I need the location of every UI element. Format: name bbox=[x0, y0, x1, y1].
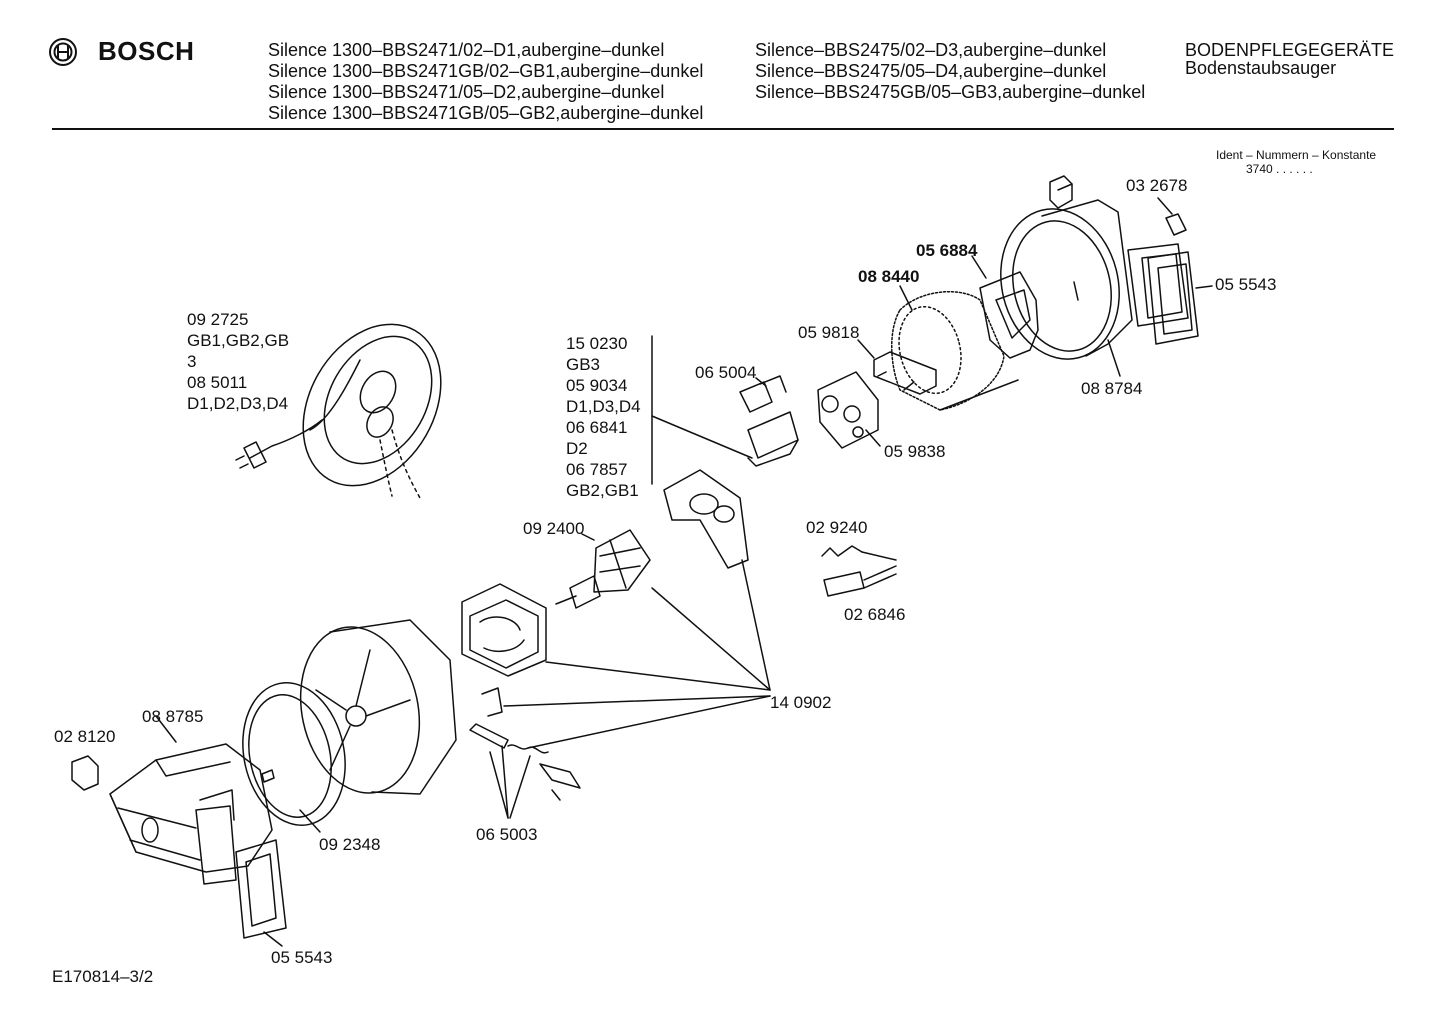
model-line: Silence 1300–BBS2471/05–D2,aubergine–dun… bbox=[268, 82, 665, 102]
part-label: 02 9240 bbox=[806, 518, 868, 537]
part-label: GB1,GB2,GB bbox=[187, 331, 290, 350]
model-line: Silence–BBS2475/02–D3,aubergine–dunkel bbox=[755, 40, 1107, 60]
part-label: D1,D2,D3,D4 bbox=[187, 394, 289, 413]
part-label: 02 6846 bbox=[844, 605, 906, 624]
clip-plate-icon bbox=[481, 687, 503, 717]
cable-reel-icon bbox=[235, 323, 442, 499]
foam-seal-icon bbox=[979, 271, 1039, 359]
model-line: Silence–BBS2475GB/05–GB3,aubergine–dunke… bbox=[755, 82, 1146, 102]
part-label: 02 8120 bbox=[54, 727, 116, 746]
carbon-brush-icon bbox=[469, 723, 581, 789]
part-label: 03 2678 bbox=[1126, 176, 1188, 195]
filter-frame-top-icon bbox=[1127, 243, 1199, 345]
cap-part-icon bbox=[71, 755, 99, 791]
part-label: 05 6884 bbox=[916, 241, 978, 260]
model-line: Silence 1300–BBS2471GB/02–GB1,aubergine–… bbox=[268, 61, 704, 81]
drawing-code: E170814–3/2 bbox=[52, 967, 154, 986]
armature-rotor-icon bbox=[555, 529, 651, 609]
part-label: 05 9838 bbox=[884, 442, 946, 461]
ident-title: Ident – Nummern – Konstante bbox=[1216, 148, 1377, 162]
shield-cover-icon bbox=[663, 469, 749, 569]
part-label: 05 9034 bbox=[566, 376, 628, 395]
category-block: BODENPFLEGEGERÄTE Bodenstaubsauger bbox=[1185, 40, 1394, 79]
category: BODENPFLEGEGERÄTE bbox=[1185, 40, 1395, 60]
part-label: D1,D3,D4 bbox=[566, 397, 641, 416]
part-label: 3 bbox=[187, 352, 197, 371]
part-label: 05 5543 bbox=[271, 948, 333, 967]
brand-name: BOSCH bbox=[98, 36, 195, 66]
model-line: Silence 1300–BBS2471/02–D1,aubergine–dun… bbox=[268, 40, 665, 60]
part-label: 08 5011 bbox=[187, 373, 248, 392]
model-line: Silence–BBS2475/05–D4,aubergine–dunkel bbox=[755, 61, 1107, 81]
model-list-2: Silence–BBS2475/02–D3,aubergine–dunkel S… bbox=[755, 40, 1145, 103]
bosch-armature-icon bbox=[49, 37, 77, 66]
part-label: D2 bbox=[566, 439, 588, 458]
part-label: 06 6841 bbox=[566, 418, 628, 437]
model-list-1: Silence 1300–BBS2471/02–D1,aubergine–dun… bbox=[268, 40, 703, 124]
subcategory: Bodenstaubsauger bbox=[1185, 58, 1337, 78]
part-label: 06 5004 bbox=[695, 363, 757, 382]
part-label: 05 9818 bbox=[798, 323, 860, 342]
part-label: 06 7857 bbox=[566, 460, 628, 479]
small-tab-icon bbox=[1165, 213, 1187, 236]
part-label: 05 5543 bbox=[1215, 275, 1277, 294]
part-label: 08 8440 bbox=[858, 267, 920, 286]
switch-module-icon bbox=[739, 375, 799, 467]
ident-value: 3740 . . . . . . bbox=[1246, 162, 1313, 176]
part-label: GB2,GB1 bbox=[566, 481, 639, 500]
clip-part-icon bbox=[1049, 175, 1073, 209]
seal-ring-icon bbox=[242, 682, 346, 826]
field-coil-icon bbox=[461, 583, 547, 677]
cable-reel-label-group: 09 2725 GB1,GB2,GB 3 08 5011 D1,D2,D3,D4 bbox=[187, 309, 289, 414]
part-label: 14 0902 bbox=[770, 693, 832, 712]
switch-label-group: 15 0230 GB3 05 9034 D1,D3,D4 06 6841 D2 … bbox=[566, 333, 641, 501]
part-label: 09 2348 bbox=[319, 835, 381, 854]
header-rule bbox=[52, 128, 1394, 130]
wire-connector-icon bbox=[821, 545, 897, 597]
part-label: 06 5003 bbox=[476, 825, 538, 844]
part-label: 09 2400 bbox=[523, 519, 585, 538]
front-housing-icon bbox=[109, 743, 273, 885]
mounting-plate-icon bbox=[873, 351, 937, 395]
part-label: GB3 bbox=[566, 355, 601, 374]
part-label: 08 8785 bbox=[142, 707, 204, 726]
filter-frame-bottom-icon bbox=[199, 789, 287, 939]
brand: BOSCH bbox=[48, 36, 194, 67]
part-label: 08 8784 bbox=[1081, 379, 1143, 398]
model-line: Silence 1300–BBS2471GB/05–GB2,aubergine–… bbox=[268, 103, 704, 123]
foam-sleeve-icon bbox=[891, 290, 1019, 411]
motor-housing-cover-icon bbox=[1000, 199, 1133, 360]
fan-housing-icon bbox=[299, 619, 457, 795]
part-label: 09 2725 bbox=[187, 310, 249, 329]
part-label: 15 0230 bbox=[566, 334, 628, 353]
motor-bracket-icon bbox=[817, 371, 879, 449]
